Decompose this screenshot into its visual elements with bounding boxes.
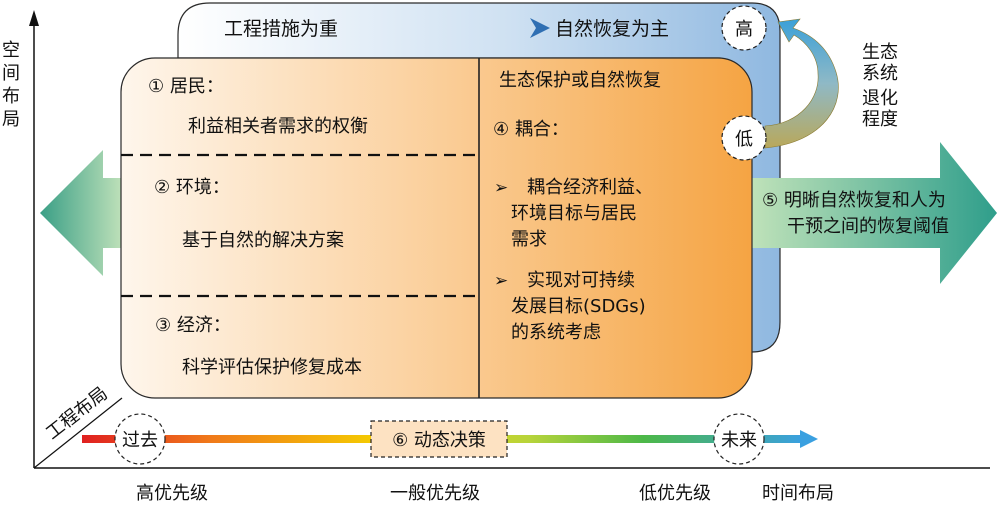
residents-title: ① 居民： [148, 76, 224, 97]
residents-text: 利益相关者需求的权衡 [188, 116, 368, 137]
past-label: 过去 [122, 430, 158, 451]
vertical-axis-label-1: 空 [2, 40, 20, 61]
bullet-2-glyph: ➢ [494, 271, 508, 291]
degradation-arc-arrow [764, 18, 839, 149]
diagonal-axis-label: 工程布局 [42, 383, 112, 444]
vertical-axis-label-3: 布 [2, 86, 20, 107]
vertical-axis-label-4: 局 [2, 109, 20, 130]
future-label: 未来 [721, 430, 757, 451]
past-circle [114, 413, 166, 465]
high-circle [721, 5, 767, 51]
banner-right-text: 自然恢复为主 [555, 18, 669, 40]
threshold-line-1: ⑤ 明晰自然恢复和人为 [762, 190, 946, 211]
timeline-arrowhead [800, 430, 818, 448]
banner-arrow-head [530, 18, 550, 38]
priority-low: 低优先级 [639, 483, 711, 504]
diagonal-axis [33, 397, 123, 469]
main-orange-box [120, 57, 753, 399]
degradation-label-2: 系统 [862, 63, 898, 84]
degradation-label-3: 退化 [862, 88, 898, 109]
high-label: 高 [735, 19, 753, 40]
environment-title: ② 环境： [154, 177, 230, 198]
vertical-axis-label-2: 间 [2, 63, 20, 84]
environment-text: 基于自然的解决方案 [182, 230, 344, 251]
economy-title: ③ 经济： [155, 315, 231, 336]
dynamic-decision-label: ⑥ 动态决策 [392, 430, 486, 451]
left-green-arrow [40, 150, 125, 276]
bullet-1-line-2: 环境目标与居民 [511, 203, 637, 224]
bullet-2-line-3: 的系统考虑 [511, 322, 601, 343]
priority-high: 高优先级 [136, 483, 208, 504]
banner-left-text: 工程措施为重 [224, 18, 338, 40]
blue-background-panel [177, 2, 781, 353]
priority-medium: 一般优先级 [390, 483, 480, 504]
right-green-arrow [752, 142, 997, 284]
dynamic-decision-box [370, 420, 508, 458]
future-circle [713, 413, 765, 465]
low-label: 低 [735, 129, 753, 150]
bullet-1-glyph: ➢ [494, 178, 508, 198]
vertical-axis-arrowhead [29, 10, 39, 26]
threshold-line-2: 干预之间的恢复阈值 [787, 216, 949, 237]
bullet-2-line-2: 发展目标(SDGs) [511, 296, 646, 317]
low-circle [721, 115, 767, 161]
degradation-label-4: 程度 [862, 109, 898, 130]
horizontal-axis-label: 时间布局 [762, 483, 834, 504]
degradation-label-1: 生态 [862, 42, 898, 63]
economy-text: 科学评估保护修复成本 [182, 357, 362, 378]
bullet-1-line-3: 需求 [511, 229, 547, 250]
bullet-1-line-1: 耦合经济利益、 [527, 177, 653, 198]
coupling-title: ④ 耦合： [493, 119, 569, 140]
bullet-2-line-1: 实现对可持续 [527, 270, 635, 291]
right-heading: 生态保护或自然恢复 [499, 70, 661, 91]
